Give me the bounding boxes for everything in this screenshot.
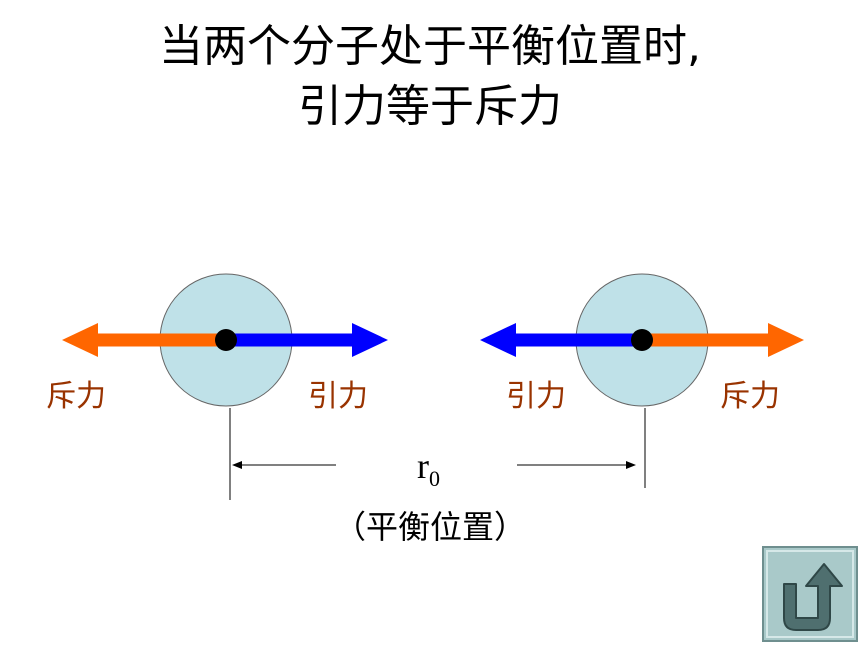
left-molecule-center-dot xyxy=(215,329,237,351)
right-repulsion-arrow xyxy=(642,323,804,357)
distance-symbol: r xyxy=(417,446,429,486)
left-attraction-arrow xyxy=(226,323,388,357)
back-button[interactable] xyxy=(762,546,858,642)
u-turn-arrow-icon xyxy=(762,546,858,642)
label-attraction-right: 引力 xyxy=(506,379,566,414)
distance-marker xyxy=(229,408,646,500)
label-attraction-left: 引力 xyxy=(308,379,368,414)
distance-subscript: 0 xyxy=(429,466,440,491)
right-molecule xyxy=(480,273,804,407)
equilibrium-label: （平衡位置） xyxy=(334,508,526,546)
title-line-1: 当两个分子处于平衡位置时, xyxy=(159,21,701,72)
distance-label-r0: r0 xyxy=(417,446,440,491)
title-line-2: 引力等于斥力 xyxy=(298,81,562,132)
left-molecule xyxy=(62,273,388,407)
right-attraction-arrow xyxy=(480,323,642,357)
left-repulsion-arrow xyxy=(62,323,226,357)
right-molecule-center-dot xyxy=(631,329,653,351)
label-repulsion-left: 斥力 xyxy=(46,379,106,414)
label-repulsion-right: 斥力 xyxy=(720,379,780,414)
